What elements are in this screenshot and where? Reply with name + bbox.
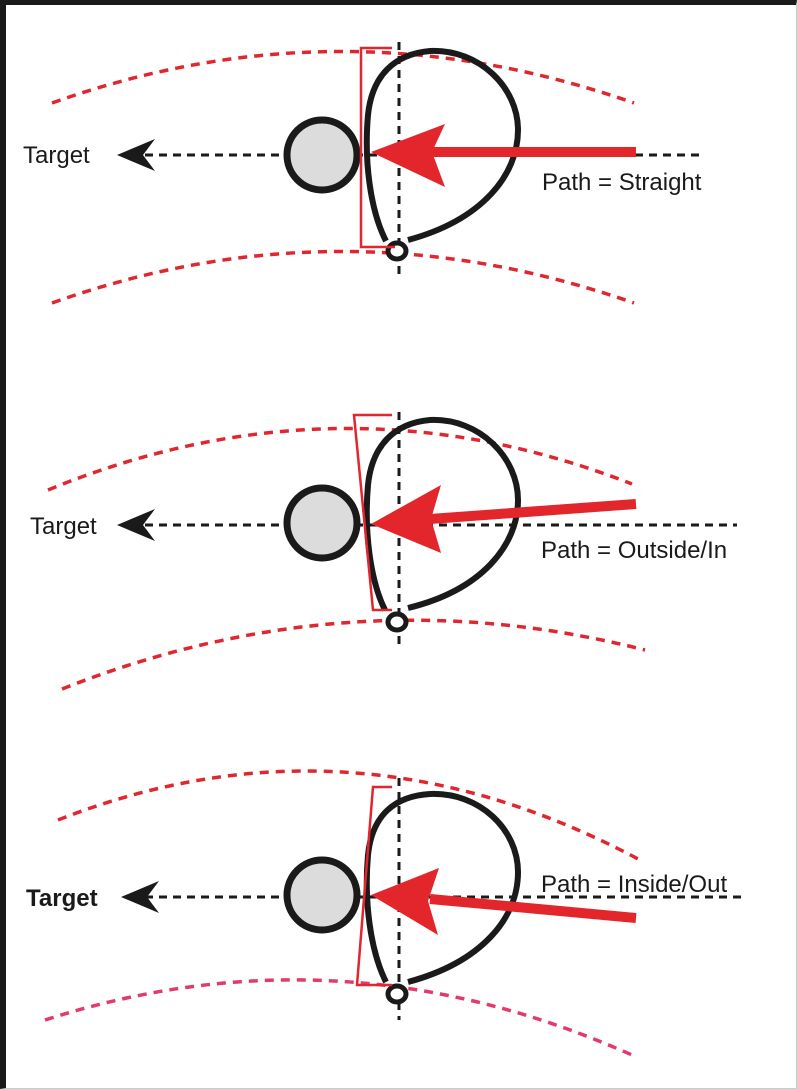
path-label: Path = Outside/In [541, 537, 727, 564]
panel-inside-out: Target Path = Inside/Out [26, 769, 743, 1057]
clubhead-outline [363, 416, 522, 612]
clubhead-outline [363, 790, 522, 985]
golf-ball [283, 484, 361, 562]
swing-arc-top [47, 426, 633, 492]
hosel-icon [385, 611, 409, 633]
swing-arc-top [57, 769, 641, 862]
path-label: Path = Inside/Out [541, 871, 727, 898]
swing-arc-bottom [61, 618, 646, 691]
panel-straight: Target Path = Straight [23, 42, 703, 305]
golf-ball [283, 116, 361, 194]
path-arrow-shaft [429, 894, 637, 923]
clubface-line [359, 46, 395, 249]
path-arrowhead [371, 124, 445, 187]
golf-ball [283, 856, 361, 934]
hosel-icon [385, 240, 409, 262]
target-label: Target [26, 885, 98, 912]
clubhead-outline [363, 47, 522, 243]
path-arrow-shaft [429, 499, 637, 524]
target-arrowhead [117, 139, 155, 171]
hosel-icon [385, 983, 409, 1005]
path-arrowhead [371, 485, 441, 553]
swing-arc-bottom [44, 978, 633, 1057]
target-label: Target [23, 142, 90, 169]
path-label: Path = Straight [542, 169, 702, 196]
target-label: Target [30, 513, 97, 540]
target-arrowhead [117, 509, 155, 541]
panel-outside-in: Target Path = Outside/In [30, 412, 737, 691]
clubface-line [352, 413, 392, 612]
clubface-line [355, 785, 392, 987]
path-arrowhead [371, 868, 439, 935]
swing-arc-bottom [51, 249, 635, 305]
target-arrowhead [121, 881, 159, 913]
swing-arc-top [51, 49, 635, 105]
